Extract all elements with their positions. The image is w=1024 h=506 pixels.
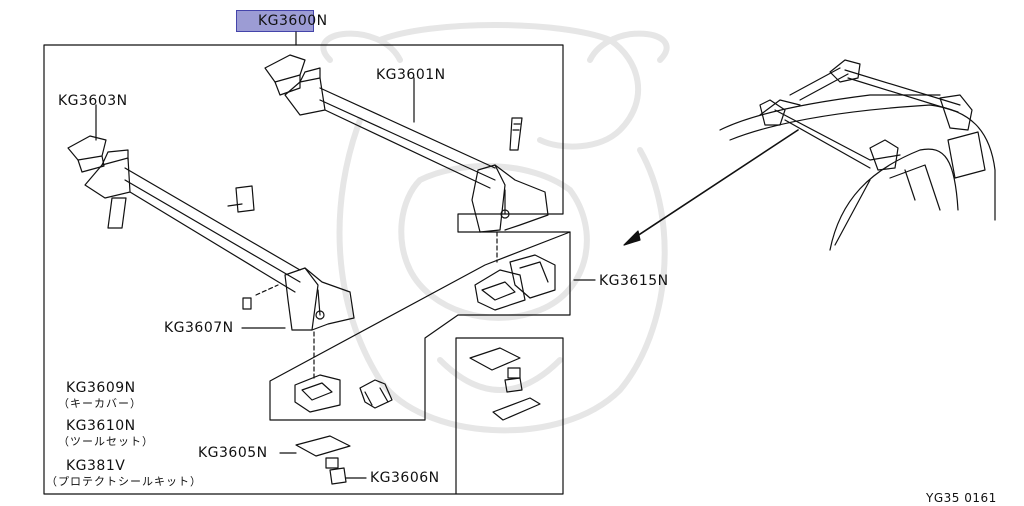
sticker-b xyxy=(107,197,127,229)
part-label-right-bar[interactable]: KG3601N xyxy=(376,67,446,83)
sticker-c xyxy=(235,185,255,213)
part-desc-tool-set: （ツールセット） xyxy=(58,435,154,448)
part-label-kit[interactable]: KG3600N xyxy=(258,13,328,29)
rear-bar-assembly xyxy=(264,54,549,233)
part-label-left-bar[interactable]: KG3603N xyxy=(58,93,128,109)
part-desc-seal-kit: （プロテクトシールキット） xyxy=(46,475,202,488)
part-label-seal-small[interactable]: KG3606N xyxy=(370,470,440,486)
arrow-head xyxy=(623,230,641,246)
sticker-d xyxy=(242,297,252,310)
part-label-seal[interactable]: KG3605N xyxy=(198,445,268,461)
part-label-foot[interactable]: KG3607N xyxy=(164,320,234,336)
watermark-emblem xyxy=(320,22,670,434)
sticker-a xyxy=(509,117,523,151)
adapter-parts xyxy=(294,254,556,413)
small-parts xyxy=(295,347,541,485)
selected-part-highlight xyxy=(236,10,314,32)
kit-frame xyxy=(43,44,564,495)
location-arrow xyxy=(627,129,799,243)
part-label-tool-set[interactable]: KG3610N xyxy=(66,418,136,434)
part-label-key-cover[interactable]: KG3609N xyxy=(66,380,136,396)
part-label-seal-kit[interactable]: KG381V xyxy=(66,458,126,474)
front-bar-assembly xyxy=(67,135,355,331)
vehicle-roof-illustration xyxy=(719,59,996,251)
adapter-frame xyxy=(269,231,571,421)
part-desc-key-cover: （キーカバー） xyxy=(58,397,142,410)
part-label-adapter[interactable]: KG3615N xyxy=(599,273,669,289)
figure-id: YG35 0161 xyxy=(926,491,997,505)
